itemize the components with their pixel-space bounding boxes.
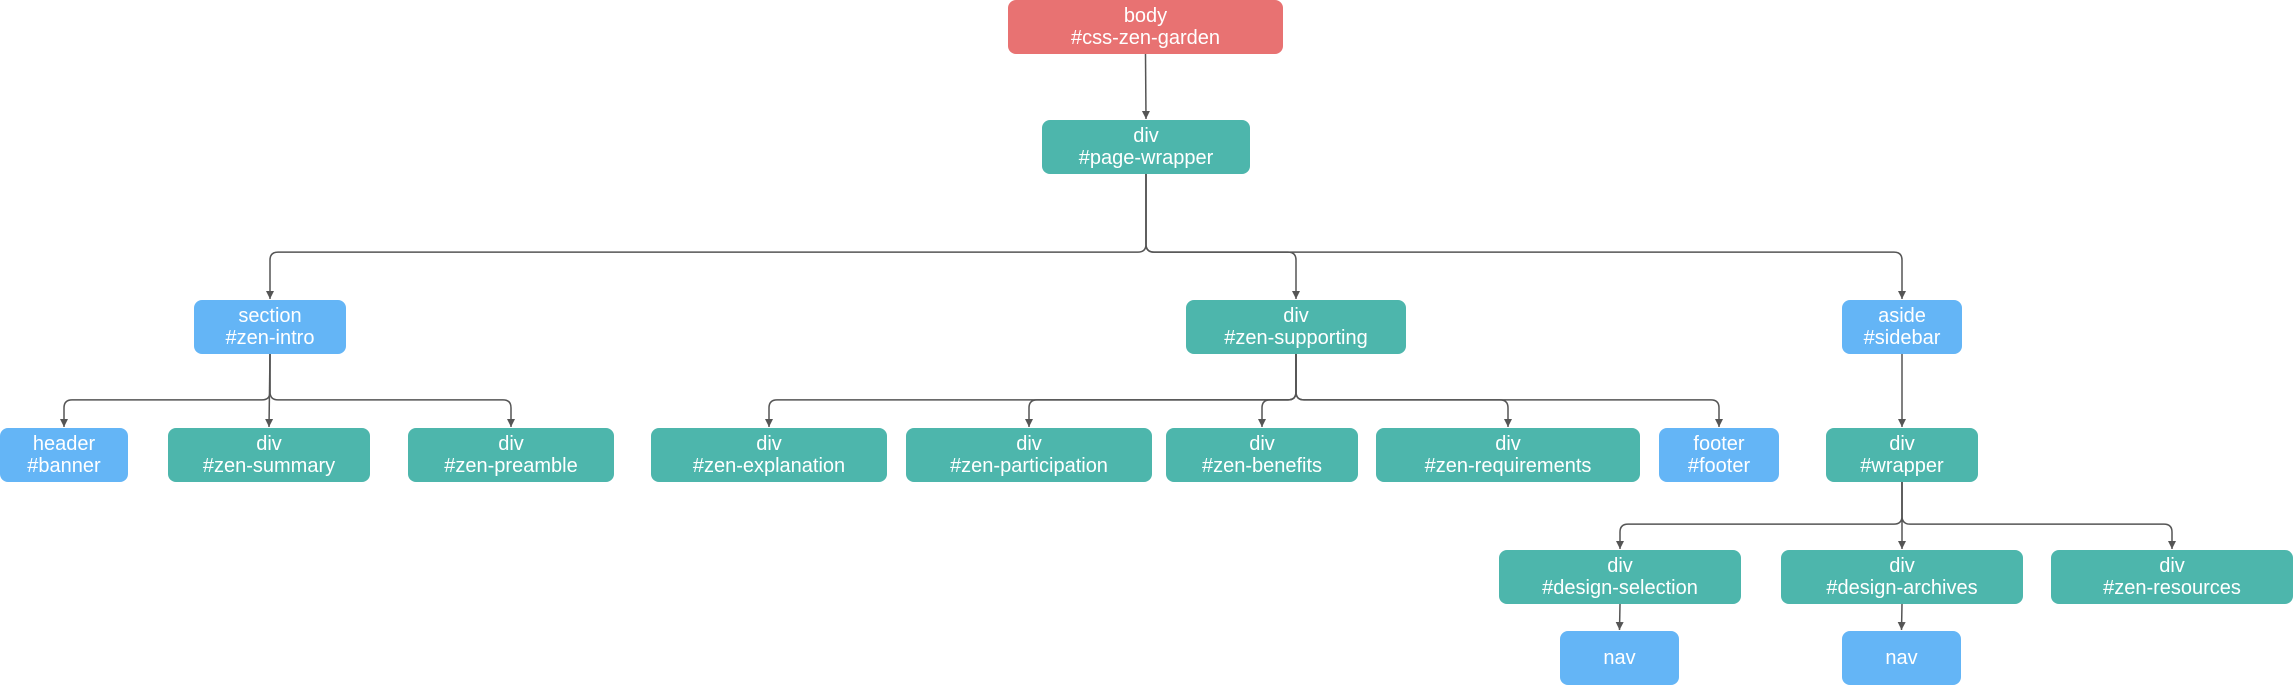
node-id: #zen-preamble [444, 455, 578, 477]
node-tag: div [1889, 433, 1915, 455]
node-banner: header#banner [0, 428, 128, 482]
node-zen-explanation: div#zen-explanation [651, 428, 887, 482]
node-tag: nav [1603, 647, 1636, 669]
edge-wrapper-to-design-selection [1616, 482, 1903, 549]
node-id: #page-wrapper [1078, 147, 1214, 169]
node-design-selection: div#design-selection [1499, 550, 1741, 604]
node-page-wrapper: div#page-wrapper [1042, 120, 1250, 174]
node-tag: div [256, 433, 282, 455]
node-id: #wrapper [1860, 455, 1944, 477]
node-id: #zen-participation [950, 455, 1108, 477]
node-zen-preamble: div#zen-preamble [408, 428, 614, 482]
node-tag: div [756, 433, 782, 455]
node-tag: div [1133, 125, 1159, 147]
node-tag: div [1016, 433, 1042, 455]
node-zen-resources: div#zen-resources [2051, 550, 2293, 604]
node-tag: div [1495, 433, 1521, 455]
node-id: #zen-supporting [1224, 327, 1368, 349]
node-id: #sidebar [1863, 327, 1941, 349]
node-id: #zen-requirements [1424, 455, 1592, 477]
node-footer: footer#footer [1659, 428, 1779, 482]
node-zen-supporting: div#zen-supporting [1186, 300, 1406, 354]
node-tag: footer [1693, 433, 1745, 455]
node-id: #design-archives [1826, 577, 1978, 599]
node-tag: div [2159, 555, 2185, 577]
node-tag: div [1283, 305, 1309, 327]
edge-design-archives-to-nav-archives [1897, 603, 1906, 631]
node-zen-summary: div#zen-summary [168, 428, 370, 482]
node-id: #zen-intro [225, 327, 315, 349]
node-tag: div [1889, 555, 1915, 577]
node-nav-archives: nav [1842, 631, 1961, 685]
node-sidebar: aside#sidebar [1842, 300, 1962, 354]
edge-page-wrapper-to-sidebar [1145, 174, 1906, 299]
node-tag: aside [1878, 305, 1926, 327]
node-id: #zen-benefits [1201, 455, 1323, 477]
node-tag: body [1123, 5, 1168, 27]
node-zen-intro: section#zen-intro [194, 300, 346, 354]
edge-page-wrapper-to-zen-supporting [1145, 174, 1300, 299]
edge-zen-supporting-to-zen-participation [1025, 354, 1297, 427]
node-wrapper: div#wrapper [1826, 428, 1978, 482]
edge-body-to-page-wrapper [1141, 53, 1150, 120]
node-id: #design-selection [1542, 577, 1698, 599]
node-body: body#css-zen-garden [1008, 0, 1283, 54]
node-zen-benefits: div#zen-benefits [1166, 428, 1358, 482]
node-zen-participation: div#zen-participation [906, 428, 1152, 482]
node-id: #zen-explanation [692, 455, 846, 477]
node-id: #zen-resources [2103, 577, 2241, 599]
node-tag: div [1249, 433, 1275, 455]
node-id: #css-zen-garden [1071, 27, 1220, 49]
edge-zen-supporting-to-zen-explanation [765, 354, 1297, 427]
node-nav-selection: nav [1560, 631, 1679, 685]
node-id: #banner [27, 455, 101, 477]
node-id: #footer [1687, 455, 1751, 477]
node-tag: header [32, 433, 96, 455]
node-zen-requirements: div#zen-requirements [1376, 428, 1640, 482]
edge-page-wrapper-to-zen-intro [266, 174, 1147, 299]
node-tag: div [1607, 555, 1633, 577]
edge-zen-supporting-to-footer [1295, 354, 1723, 427]
node-design-archives: div#design-archives [1781, 550, 2023, 604]
node-id: #zen-summary [202, 455, 336, 477]
edge-zen-supporting-to-zen-benefits [1258, 354, 1297, 427]
edge-design-selection-to-nav-selection [1615, 603, 1624, 631]
edge-wrapper-to-zen-resources [1901, 482, 2176, 549]
node-tag: section [238, 305, 302, 327]
node-tag: nav [1885, 647, 1918, 669]
edge-zen-intro-to-zen-preamble [269, 354, 515, 427]
edge-zen-supporting-to-zen-requirements [1295, 354, 1512, 427]
edge-zen-intro-to-banner [60, 354, 271, 427]
node-tag: div [498, 433, 524, 455]
